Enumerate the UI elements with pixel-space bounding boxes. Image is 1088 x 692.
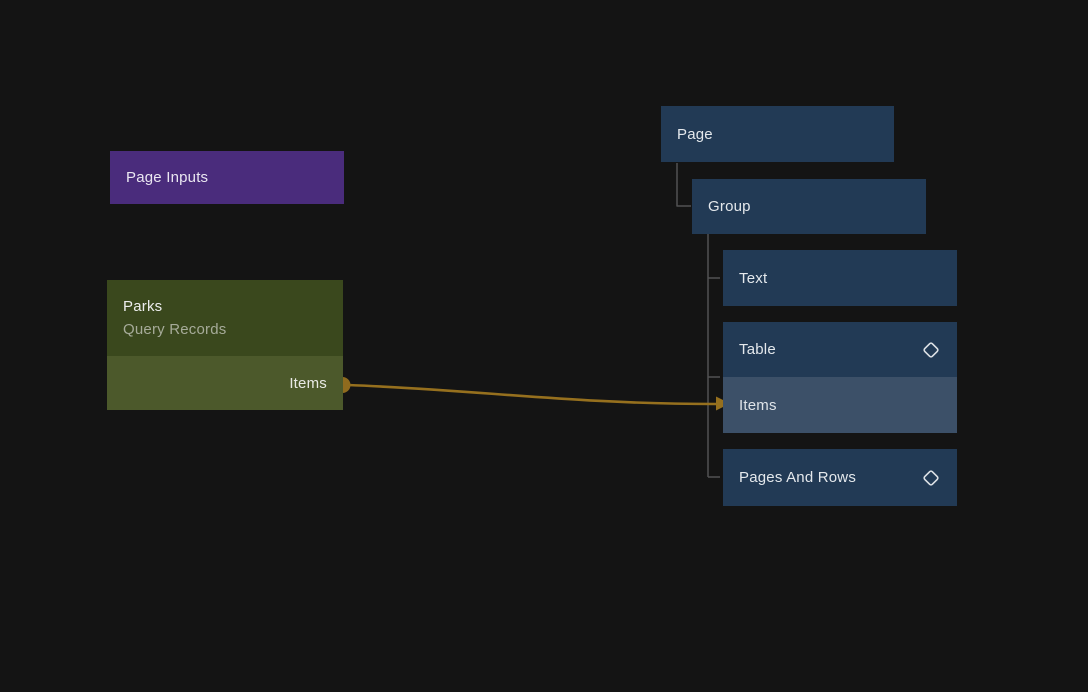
page-inputs-label: Page Inputs: [126, 169, 209, 186]
tree-node-label: Items: [739, 396, 777, 414]
node-page-inputs[interactable]: Page Inputs: [110, 151, 344, 204]
tree-node-label: Table: [739, 341, 776, 358]
connection-edge: [347, 383, 717, 406]
query-subtitle: Query Records: [123, 321, 227, 338]
output-port-label: Items: [289, 374, 327, 392]
tree-node-group[interactable]: Group: [692, 179, 926, 234]
tree-node-table-row[interactable]: Table: [723, 322, 957, 377]
diamond-icon: [923, 341, 939, 358]
tree-connector-page-group: [676, 163, 691, 207]
tree-node-pages-and-rows[interactable]: Pages And Rows: [723, 449, 957, 506]
tree-node-label: Group: [708, 198, 751, 215]
diamond-icon: [923, 469, 939, 486]
tree-node-label: Pages And Rows: [739, 469, 857, 486]
query-header: Parks Query Records: [107, 280, 343, 356]
node-query-parks[interactable]: Parks Query Records Items: [107, 280, 343, 410]
tree-node-label: Page: [677, 125, 713, 143]
tree-node-items[interactable]: Items: [723, 377, 957, 433]
tree-connector-group-children: [707, 234, 720, 478]
tree-node-page[interactable]: Page: [661, 106, 894, 162]
tree-node-text[interactable]: Text: [723, 250, 957, 306]
tree-node-label: Text: [739, 269, 768, 287]
query-output-row[interactable]: Items: [107, 356, 343, 410]
query-title: Parks: [123, 298, 163, 315]
tree-node-table: Table Items: [723, 322, 957, 433]
